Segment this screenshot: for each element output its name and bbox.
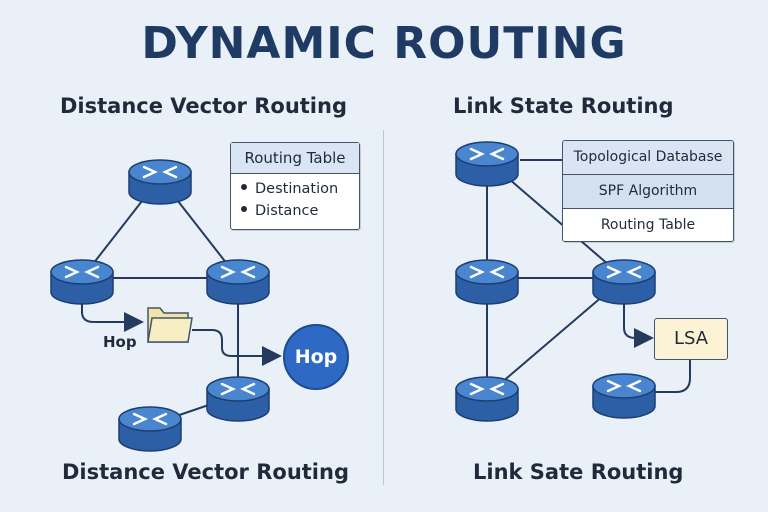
routing-table-header: Routing Table [231, 143, 359, 174]
stack-topological-database: Topological Database [563, 141, 733, 175]
page-title: DYNAMIC ROUTING [141, 18, 627, 69]
left-footer: Distance Vector Routing [62, 460, 349, 484]
router-icon [454, 375, 520, 423]
hop-label: Hop [103, 333, 137, 351]
center-divider [383, 130, 384, 485]
router-icon [127, 158, 193, 206]
arrow-icon [623, 295, 654, 348]
router-icon [454, 258, 520, 306]
folder-icon [147, 307, 193, 343]
router-icon [205, 375, 271, 423]
left-heading: Distance Vector Routing [60, 94, 347, 118]
hop-circle: Hop [283, 324, 349, 390]
router-icon [205, 258, 271, 306]
link-state-stack: Topological Database SPF Algorithm Routi… [562, 140, 734, 242]
arrow-icon [81, 295, 144, 332]
routing-table-item: Destination [231, 178, 359, 200]
routing-table-item: Distance [231, 200, 359, 222]
router-icon [591, 372, 657, 420]
router-icon [454, 140, 520, 188]
router-icon [117, 405, 183, 453]
routing-table-box: Routing Table Destination Distance [230, 142, 360, 230]
router-icon [49, 258, 115, 306]
stack-spf-algorithm: SPF Algorithm [563, 175, 733, 209]
right-heading: Link State Routing [453, 94, 674, 118]
router-icon [591, 258, 657, 306]
lsa-box: LSA [654, 318, 728, 360]
stack-routing-table: Routing Table [563, 209, 733, 241]
arrow-icon [192, 329, 282, 366]
right-footer: Link Sate Routing [473, 460, 684, 484]
link-line [655, 358, 691, 393]
